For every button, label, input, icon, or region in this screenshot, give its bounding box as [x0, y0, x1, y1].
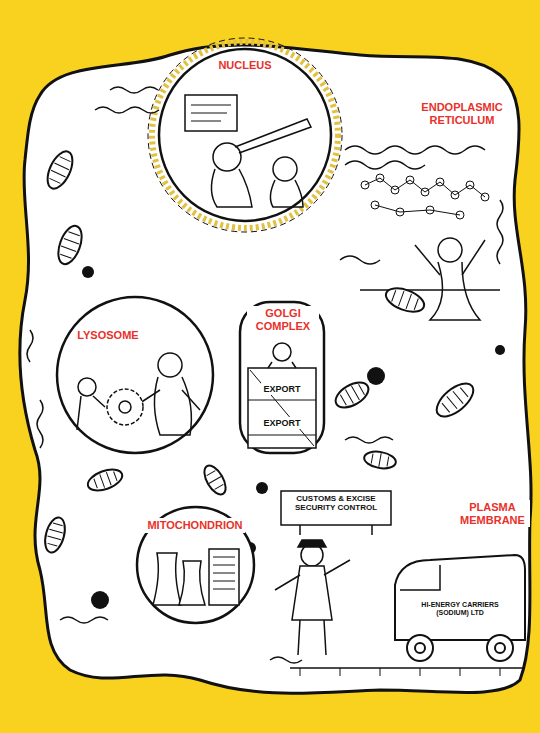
text-holder: PLASMA MEMBRANE	[455, 500, 530, 528]
organelle-circle: NUCLEUS	[157, 47, 333, 223]
organelle-label: NUCLEUS	[216, 58, 273, 73]
text-holder: HI-ENERGY CARRIERS (SODIUM) LTD	[405, 600, 515, 619]
text-holder: EXPORT	[252, 378, 312, 396]
organelle-circle: MITOCHONDRION	[135, 505, 256, 625]
organelle-label: LYSOSOME	[75, 328, 140, 343]
organelle-label: PLASMA MEMBRANE	[455, 500, 530, 527]
organelle-circle: LYSOSOME	[55, 295, 215, 455]
text-holder: ENDOPLASMIC RETICULUM	[412, 100, 512, 128]
text-holder: EXPORT	[252, 412, 312, 430]
organelle-label: MITOCHONDRION	[145, 518, 244, 533]
organelle-label: ENDOPLASMIC RETICULUM	[412, 100, 512, 127]
organelle-box: GOLGI COMPLEX EXPORT EXPORT	[238, 300, 326, 455]
organelle-outline	[55, 295, 215, 455]
organelle-outline	[157, 47, 333, 223]
text-holder: MITOCHONDRION	[140, 515, 250, 533]
text-holder: GOLGI COMPLEX	[247, 306, 319, 334]
truck-text: HI-ENERGY CARRIERS (SODIUM) LTD	[405, 600, 515, 618]
organelle-label: GOLGI COMPLEX	[247, 306, 319, 333]
text-holder: CUSTOMS & EXCISE SECURITY CONTROL	[284, 494, 388, 512]
text-holder: LYSOSOME	[63, 325, 153, 343]
sign-text: CUSTOMS & EXCISE SECURITY CONTROL	[284, 494, 388, 512]
crate-label: EXPORT	[261, 417, 302, 429]
crate-label: EXPORT	[261, 383, 302, 395]
text-holder: NUCLEUS	[195, 55, 295, 73]
